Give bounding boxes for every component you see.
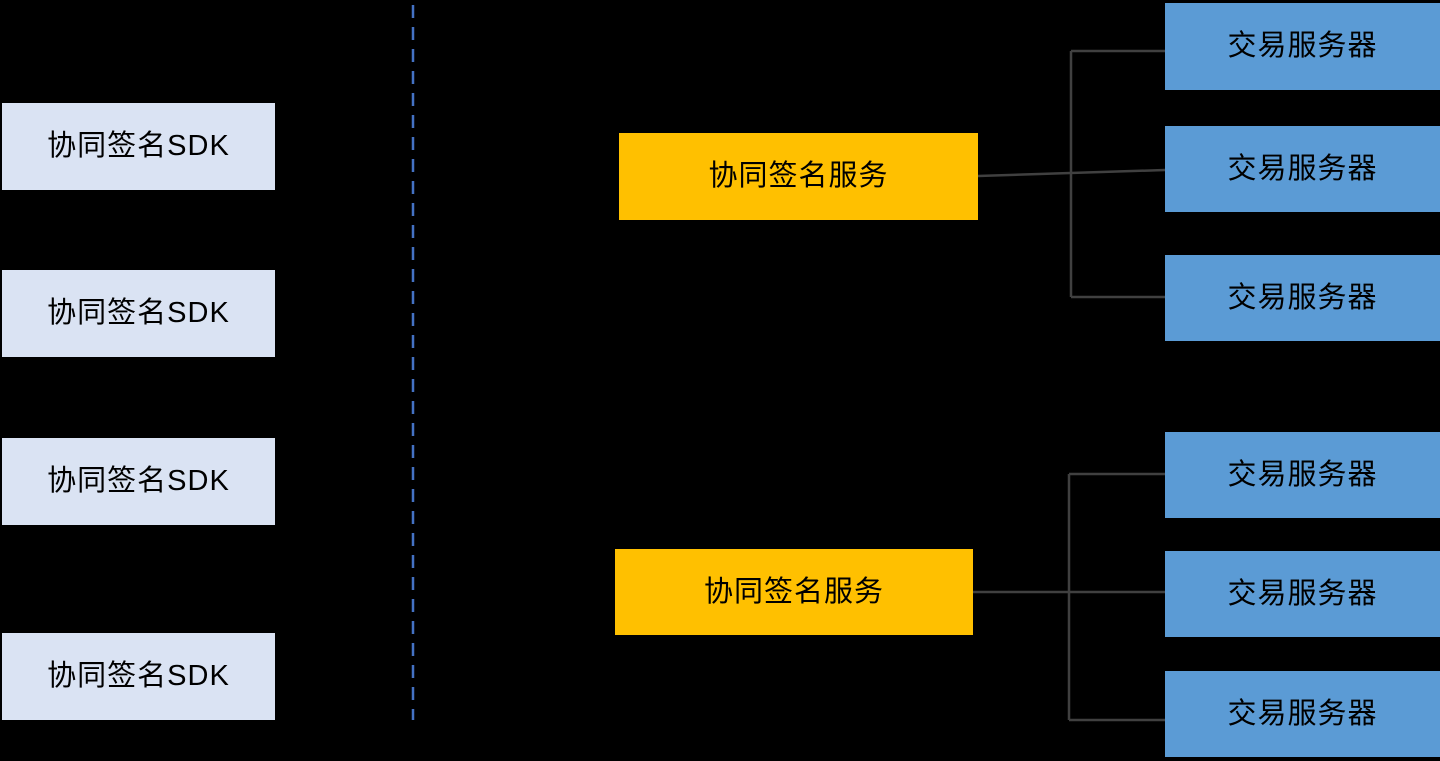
server-node-1-label: 交易服务器 xyxy=(1227,30,1378,62)
server-node-4-label: 交易服务器 xyxy=(1227,458,1378,491)
sdk-node-1-label: 协同签名SDK xyxy=(47,130,230,162)
server-node-6-label: 交易服务器 xyxy=(1227,697,1378,730)
cluster1-main-connector xyxy=(977,168,1166,178)
service-node-1-label: 协同签名服务 xyxy=(708,160,889,192)
server-node-2-label: 交易服务器 xyxy=(1227,152,1378,185)
sdk-node-2-label: 协同签名SDK xyxy=(47,297,230,329)
server-node-3-label: 交易服务器 xyxy=(1227,281,1378,314)
server-node-5: 交易服务器 xyxy=(1165,551,1440,637)
server-node-2: 交易服务器 xyxy=(1165,126,1440,212)
service-node-2-label: 协同签名服务 xyxy=(703,575,884,608)
server-node-3: 交易服务器 xyxy=(1165,255,1440,341)
server-node-1: 交易服务器 xyxy=(1165,3,1440,90)
sdk-node-1: 协同签名SDK xyxy=(2,103,275,190)
server-node-4: 交易服务器 xyxy=(1165,432,1440,518)
service-node-1: 协同签名服务 xyxy=(619,133,978,220)
server-node-6: 交易服务器 xyxy=(1165,671,1440,757)
service-node-2: 协同签名服务 xyxy=(615,549,973,635)
sdk-node-3-label: 协同签名SDK xyxy=(47,465,230,497)
server-node-5-label: 交易服务器 xyxy=(1227,577,1378,610)
sdk-node-2: 协同签名SDK xyxy=(2,270,275,357)
sdk-node-3: 协同签名SDK xyxy=(2,438,275,525)
sdk-node-4-label: 协同签名SDK xyxy=(47,660,230,692)
sdk-node-4: 协同签名SDK xyxy=(2,633,275,720)
